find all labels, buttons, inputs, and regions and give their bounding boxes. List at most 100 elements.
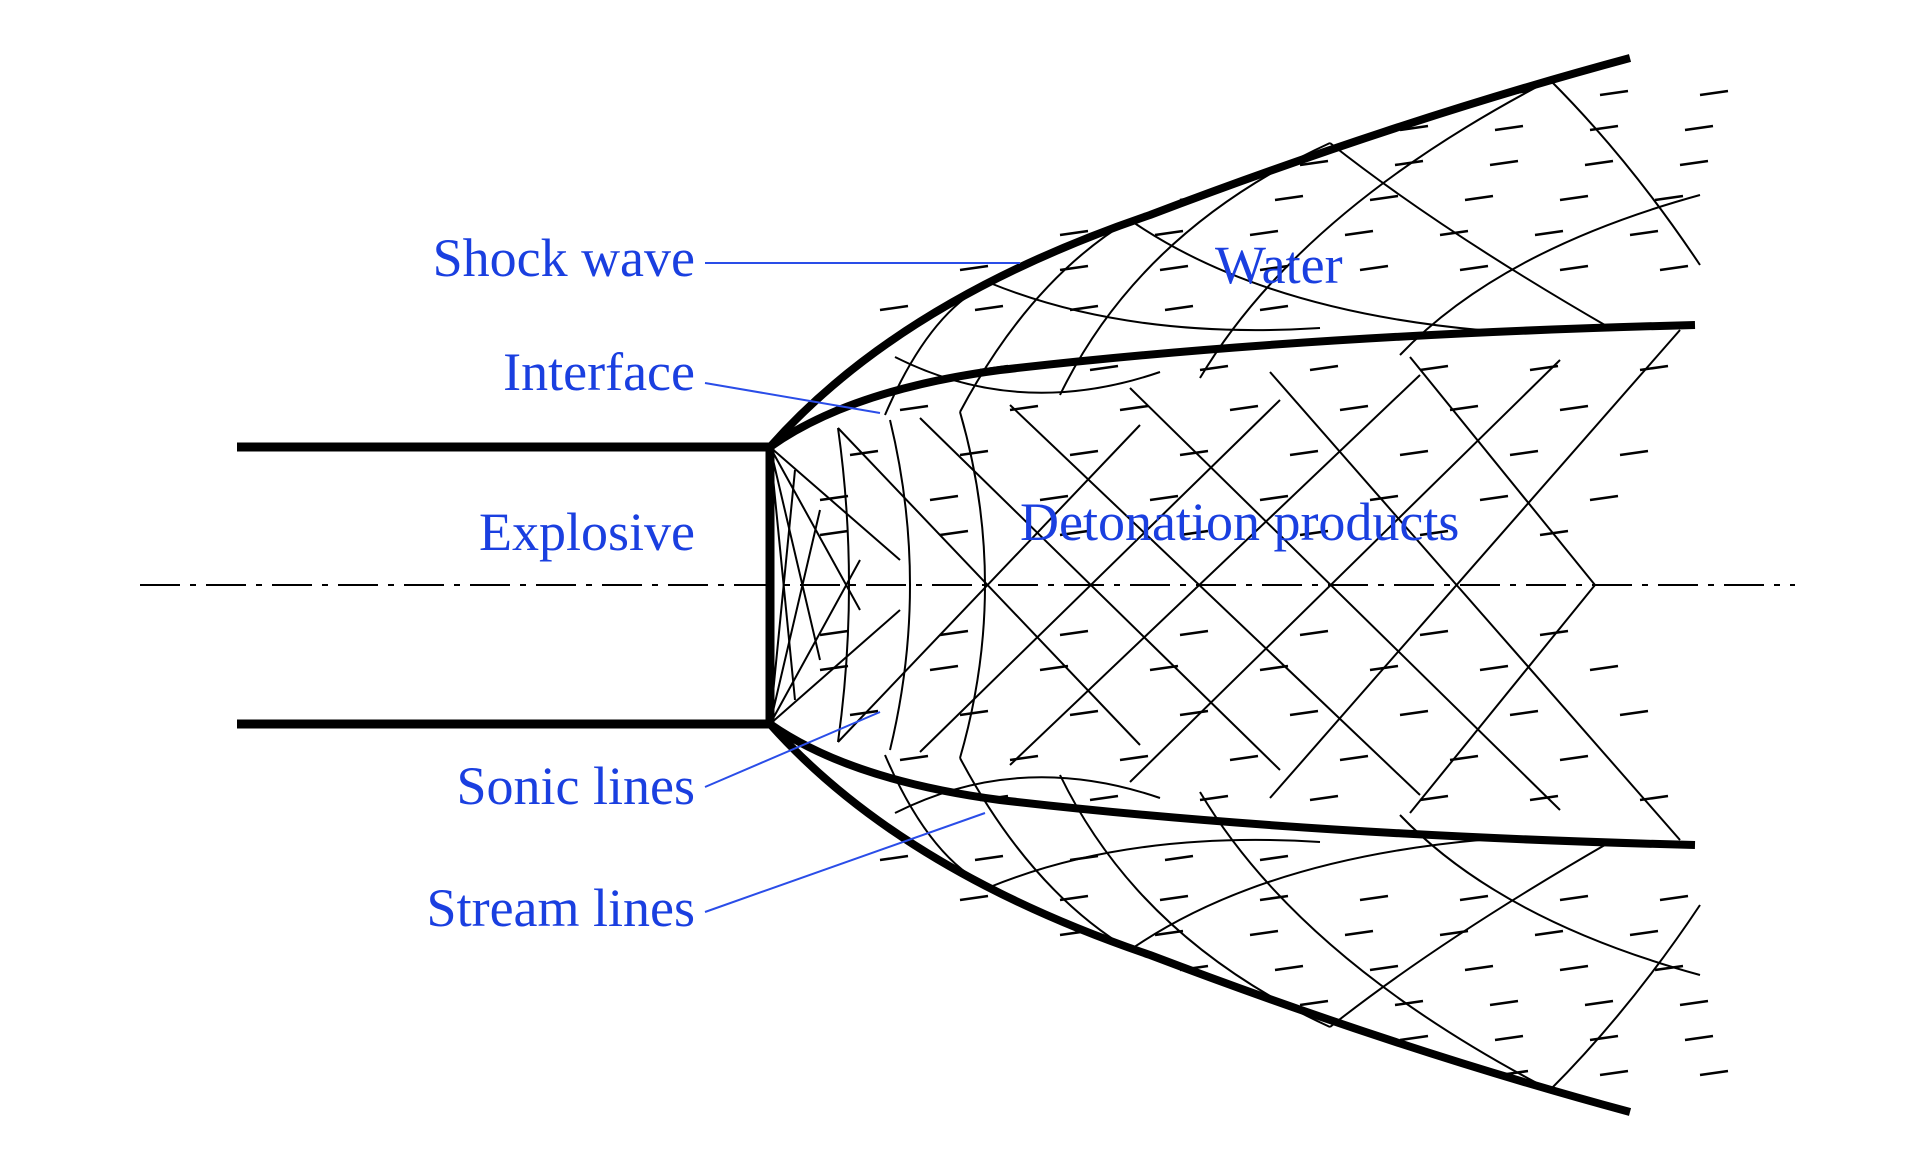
sonic-line (1409, 356, 1596, 586)
hatch-dash (1369, 494, 1399, 502)
hatch-dash (1584, 159, 1614, 167)
hatch-dash (1249, 929, 1279, 937)
hatch-dash (1009, 404, 1039, 412)
water-line (894, 356, 1161, 394)
hatch-dash (1399, 709, 1429, 717)
water-line (1399, 814, 1701, 976)
water-line (1329, 841, 1611, 1028)
hatch-dash (1059, 894, 1089, 902)
hatch-dash (1154, 929, 1184, 937)
hatch-dash (959, 264, 989, 272)
shock-wave-upper (767, 54, 1632, 450)
hatch-dash (974, 304, 1004, 312)
stream-lines-leader (704, 812, 986, 913)
hatch-dash (1039, 494, 1069, 502)
hatch-dash (1359, 894, 1389, 902)
hatch-dash (1069, 449, 1099, 457)
hatch-dash (1449, 404, 1479, 412)
hatch-dash (1259, 264, 1289, 272)
sonic-line-fan (769, 446, 901, 725)
hatch-dash (974, 854, 1004, 862)
hatch-dash (1509, 449, 1539, 457)
hatch-dash (1559, 194, 1589, 202)
hatch-dash (939, 629, 969, 637)
hatch-dash (1479, 494, 1509, 502)
hatch-dash (1584, 999, 1614, 1007)
hatch-dash (1119, 754, 1149, 762)
hatch-dash (1419, 629, 1449, 637)
hatch-dash (1154, 229, 1184, 237)
hatch-dash (1589, 1034, 1619, 1042)
hatch-dash (1684, 124, 1714, 132)
hatch-dash (1679, 999, 1709, 1007)
hatch-dash (1639, 794, 1669, 802)
hatch-dash (1259, 894, 1289, 902)
water-line (989, 282, 1321, 332)
hatch-dash (1179, 709, 1209, 717)
hatch-dash (1559, 894, 1589, 902)
hatch-dash (959, 709, 989, 717)
hatch-dash (1464, 964, 1494, 972)
hatch-dash (1619, 449, 1649, 457)
water-line (884, 282, 991, 416)
sonic-line (1269, 329, 1681, 799)
sonic-lines-leader (704, 711, 881, 788)
leader-lines (704, 262, 1020, 913)
hatch-dash (1589, 664, 1619, 672)
water-line (1549, 904, 1701, 1091)
hatch-dash (1654, 964, 1684, 972)
interface-lower (767, 720, 1696, 849)
sonic-line (1009, 404, 1421, 796)
hatch-dash (1684, 1034, 1714, 1042)
hatch-dash (1419, 364, 1449, 372)
hatch-dash (1229, 754, 1259, 762)
hatch-dash (1059, 229, 1089, 237)
hatch-dash (1179, 629, 1209, 637)
hatch-dash (1149, 664, 1179, 672)
hatch-dash (1299, 999, 1329, 1007)
hatch-dash (1199, 794, 1229, 802)
hatch-dash (1394, 999, 1424, 1007)
hatch-dash (1089, 794, 1119, 802)
hatch-dash (1539, 529, 1569, 537)
hatch-dash (1069, 304, 1099, 312)
hatch-dash (1534, 929, 1564, 937)
hatch-dash (1309, 364, 1339, 372)
hatch-dash (959, 449, 989, 457)
hatch-dash (1534, 229, 1564, 237)
sonic-fan-line (769, 446, 901, 561)
hatch-dash (1559, 964, 1589, 972)
hatch-dash (1559, 754, 1589, 762)
hatch-dash (1344, 229, 1374, 237)
sonic-fan-line (769, 469, 796, 725)
sonic-fan-line (769, 509, 821, 725)
water-line (959, 219, 1131, 413)
hatch-dash (1699, 1069, 1729, 1077)
sonic-line (837, 424, 1141, 743)
hatch-dash (1639, 364, 1669, 372)
hatch-dash (1539, 629, 1569, 637)
water-line (1329, 142, 1611, 329)
hatch-dash (1059, 629, 1089, 637)
hatch-dash (1149, 494, 1179, 502)
hatch-dash (1289, 709, 1319, 717)
hatch-dash (1339, 754, 1369, 762)
water-line (1199, 79, 1551, 379)
water-line (989, 838, 1321, 888)
hatch-dash (1299, 629, 1329, 637)
hatch-dash (1509, 709, 1539, 717)
sonic-line (1129, 359, 1561, 783)
hatch-dash (1369, 964, 1399, 972)
hatch-dash (849, 449, 879, 457)
hatch-dash (1249, 229, 1279, 237)
sonic-line (919, 417, 1281, 771)
hatch-dash (819, 629, 849, 637)
hatch-dash (1419, 794, 1449, 802)
hatch-dash (1459, 264, 1489, 272)
hatch-dash (1559, 264, 1589, 272)
hatch-dash (1339, 404, 1369, 412)
water-line (1549, 79, 1701, 266)
hatch-dash (1369, 664, 1399, 672)
